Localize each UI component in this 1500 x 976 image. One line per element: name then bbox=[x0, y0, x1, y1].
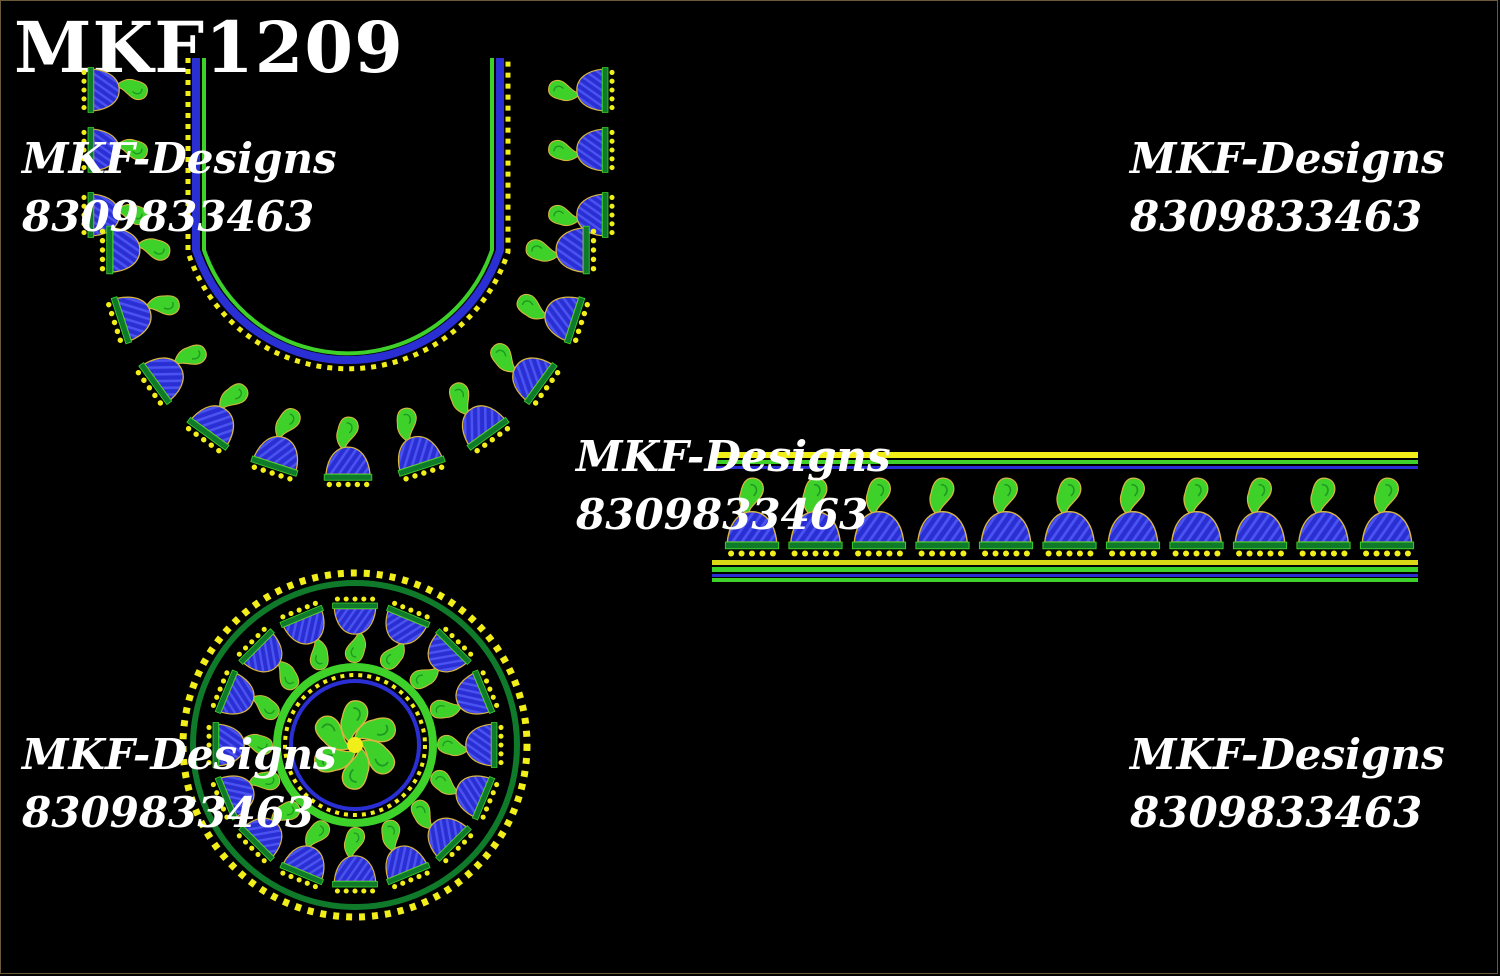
watermark-phone: 8309833463 bbox=[1130, 788, 1423, 837]
watermark-phone: 8309833463 bbox=[576, 490, 869, 539]
jhumka-bell-icon bbox=[81, 68, 147, 113]
jhumka-bell-icon bbox=[105, 279, 186, 346]
neck-design bbox=[81, 58, 614, 487]
jhumka-bell-icon bbox=[549, 128, 615, 173]
jhumka-bell-icon bbox=[333, 596, 378, 662]
watermark-bottom-left: MKF-Designs 8309833463 bbox=[22, 726, 337, 842]
watermark-top-right: MKF-Designs 8309833463 bbox=[1130, 130, 1445, 246]
jhumka-bell-icon bbox=[1297, 478, 1350, 556]
jhumka-bell-icon bbox=[478, 329, 563, 409]
jhumka-bell-icon bbox=[324, 417, 372, 487]
watermark-bottom-right: MKF-Designs 8309833463 bbox=[1130, 726, 1445, 842]
jhumka-bell-icon bbox=[380, 402, 447, 483]
watermark-phone: 8309833463 bbox=[22, 788, 315, 837]
jhumka-bell-icon bbox=[333, 828, 378, 894]
jhumka-bell-icon bbox=[133, 329, 218, 409]
watermark-phone: 8309833463 bbox=[1130, 192, 1423, 241]
watermark-center: MKF-Designs 8309833463 bbox=[576, 428, 891, 544]
watermark-brand: MKF-Designs bbox=[1130, 134, 1445, 183]
watermark-top-left: MKF-Designs 8309833463 bbox=[22, 130, 337, 246]
jhumka-bell-icon bbox=[549, 68, 615, 113]
watermark-brand: MKF-Designs bbox=[22, 134, 337, 183]
watermark-brand: MKF-Designs bbox=[22, 730, 337, 779]
jhumka-bell-icon bbox=[1170, 478, 1223, 556]
jhumka-bell-icon bbox=[916, 478, 969, 556]
jhumka-bell-icon bbox=[438, 723, 504, 768]
watermark-brand: MKF-Designs bbox=[1130, 730, 1445, 779]
jhumka-bell-icon bbox=[1233, 478, 1286, 556]
jhumka-bell-icon bbox=[979, 478, 1032, 556]
jhumka-bell-icon bbox=[526, 226, 596, 274]
border-design bbox=[712, 452, 1418, 582]
jhumka-bell-icon bbox=[433, 371, 513, 456]
jhumka-bell-icon bbox=[1360, 478, 1413, 556]
jhumka-bell-icon bbox=[1043, 478, 1096, 556]
watermark-phone: 8309833463 bbox=[22, 192, 315, 241]
jhumka-bell-icon bbox=[1106, 478, 1159, 556]
design-code: MKF1209 bbox=[14, 6, 404, 89]
jhumka-bell-icon bbox=[510, 279, 591, 346]
jhumka-bell-icon bbox=[183, 371, 263, 456]
round-butta bbox=[179, 569, 531, 921]
watermark-brand: MKF-Designs bbox=[576, 432, 891, 481]
jhumka-bell-icon bbox=[249, 402, 316, 483]
